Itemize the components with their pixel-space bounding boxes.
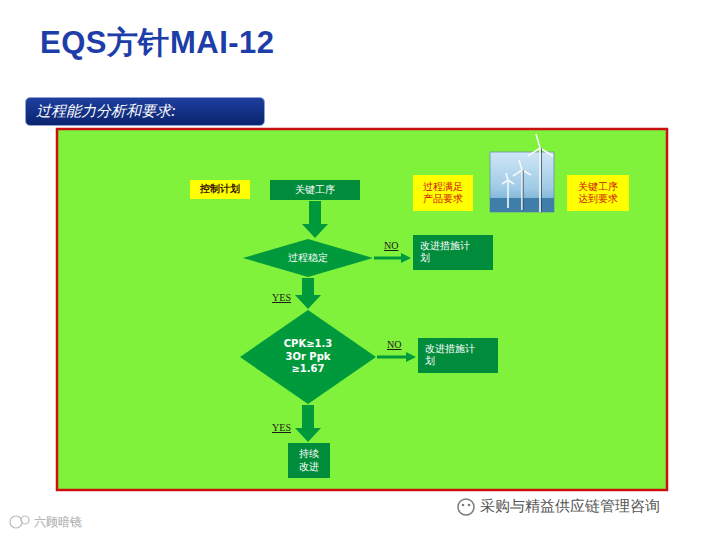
text-stack: 关键工序 (274, 184, 356, 197)
branch-label: YES (272, 423, 291, 433)
node-text: CPK≥1.3 3Or Ppk ≥1.67 (277, 338, 339, 376)
wind-turbine-picture (490, 134, 554, 212)
flow-arrow (377, 352, 416, 362)
text-stack: 过程满足产品要求 (420, 181, 466, 206)
result-box: 持续改进 (288, 443, 330, 478)
node-text: 控制计划 (194, 183, 246, 196)
content-panel (57, 129, 667, 490)
decision-diamond: CPK≥1.3 3Or Ppk ≥1.67 (240, 310, 376, 404)
text-stack: 持续改进 (298, 448, 320, 473)
branch-label: NO (387, 340, 401, 350)
watermark-logo (10, 516, 29, 528)
decision-diamond: 过程稳定 (243, 239, 373, 277)
text-stack: 过程能力分析和要求: (36, 102, 254, 121)
node-text: 关键工序 (274, 184, 356, 197)
process-box: 关键工序 (270, 180, 360, 200)
node-text: 过程能力分析和要求: (36, 102, 254, 121)
action-box: 改进措施计划 (413, 235, 493, 270)
action-box: 改进措施计划 (418, 338, 498, 373)
branch-label: NO (384, 241, 398, 251)
section-label: 过程能力分析和要求: (25, 97, 265, 126)
block-arrow (295, 405, 321, 442)
wechat-icon (458, 499, 474, 515)
block-arrow (295, 278, 321, 309)
node-text: 改进措施计划 (425, 343, 484, 368)
text-stack: 关键工序达到要求 (575, 181, 621, 206)
text-stack: 过程稳定 (278, 252, 338, 265)
diamond-shape (243, 239, 373, 277)
note-box: 关键工序达到要求 (567, 175, 629, 211)
text-stack: 改进措施计划 (425, 343, 484, 368)
text-stack: 改进措施计划 (420, 240, 479, 265)
watermark-text: 采购与精益供应链管理咨询 (480, 497, 660, 516)
control-plan-box: 控制计划 (190, 180, 250, 199)
node-text: 过程稳定 (278, 252, 338, 265)
watermark-text: 六顾暗镜 (34, 514, 82, 531)
node-text: 过程满足产品要求 (420, 181, 466, 206)
node-text: 关键工序达到要求 (575, 181, 621, 206)
branch-label: YES (272, 293, 291, 303)
text-stack: 控制计划 (194, 183, 246, 196)
block-arrow (302, 201, 328, 238)
node-text: 持续改进 (298, 448, 320, 473)
note-box: 过程满足产品要求 (413, 175, 473, 211)
diamond-shape (240, 310, 376, 404)
flow-arrow (374, 253, 411, 263)
node-text: 改进措施计划 (420, 240, 479, 265)
slide-title: EQS方针MAI-12 (40, 22, 275, 64)
text-stack: CPK≥1.3 3Or Ppk ≥1.67 (277, 338, 339, 376)
